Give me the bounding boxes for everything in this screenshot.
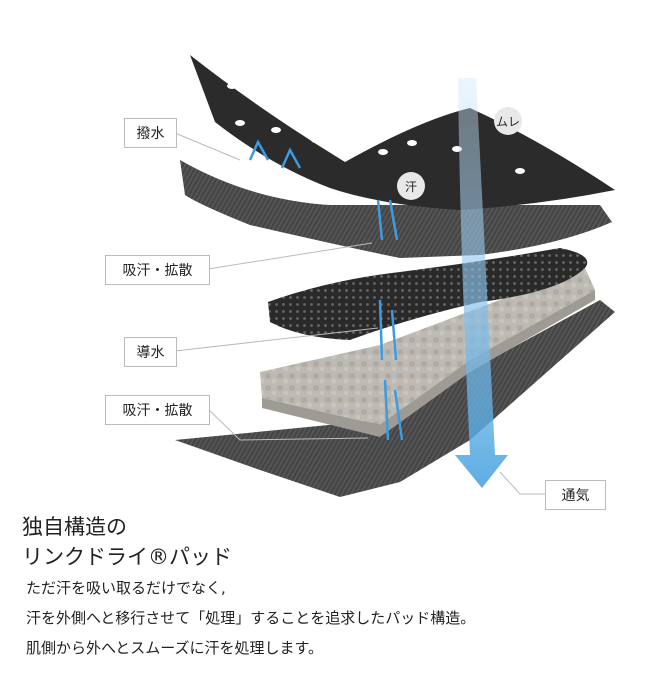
leader-lines	[174, 132, 545, 495]
absorb-layer	[180, 160, 612, 258]
label-water-guide: 導水	[124, 337, 177, 367]
label-ventilation: 通気	[545, 480, 606, 510]
perforated-top-layer	[190, 55, 615, 210]
body-line-1: ただ汗を吸い取るだけでなく,	[26, 579, 226, 597]
foam-layer	[260, 268, 595, 425]
title-line-2: リンクドライ®パッド	[22, 545, 232, 569]
bubble-sweat: 汗	[397, 172, 425, 200]
bubble-humidity: ムレ	[494, 107, 522, 135]
title-line-1: 独自構造の	[22, 515, 127, 539]
body-line-2: 汗を外側へと移行させて「処理」することを追求したパッド構造。	[26, 609, 476, 627]
mesh-layer	[268, 248, 588, 340]
sweat-arrows	[248, 139, 404, 441]
bottom-absorb-layer	[175, 300, 615, 497]
label-water-repellent: 撥水	[124, 118, 177, 148]
label-absorb-spread-1: 吸汗・拡散	[105, 255, 210, 285]
body-line-3: 肌側から外へとスムーズに汗を処理します。	[26, 639, 324, 657]
ventilation-arrow	[455, 78, 508, 488]
label-absorb-spread-2: 吸汗・拡散	[105, 395, 210, 425]
